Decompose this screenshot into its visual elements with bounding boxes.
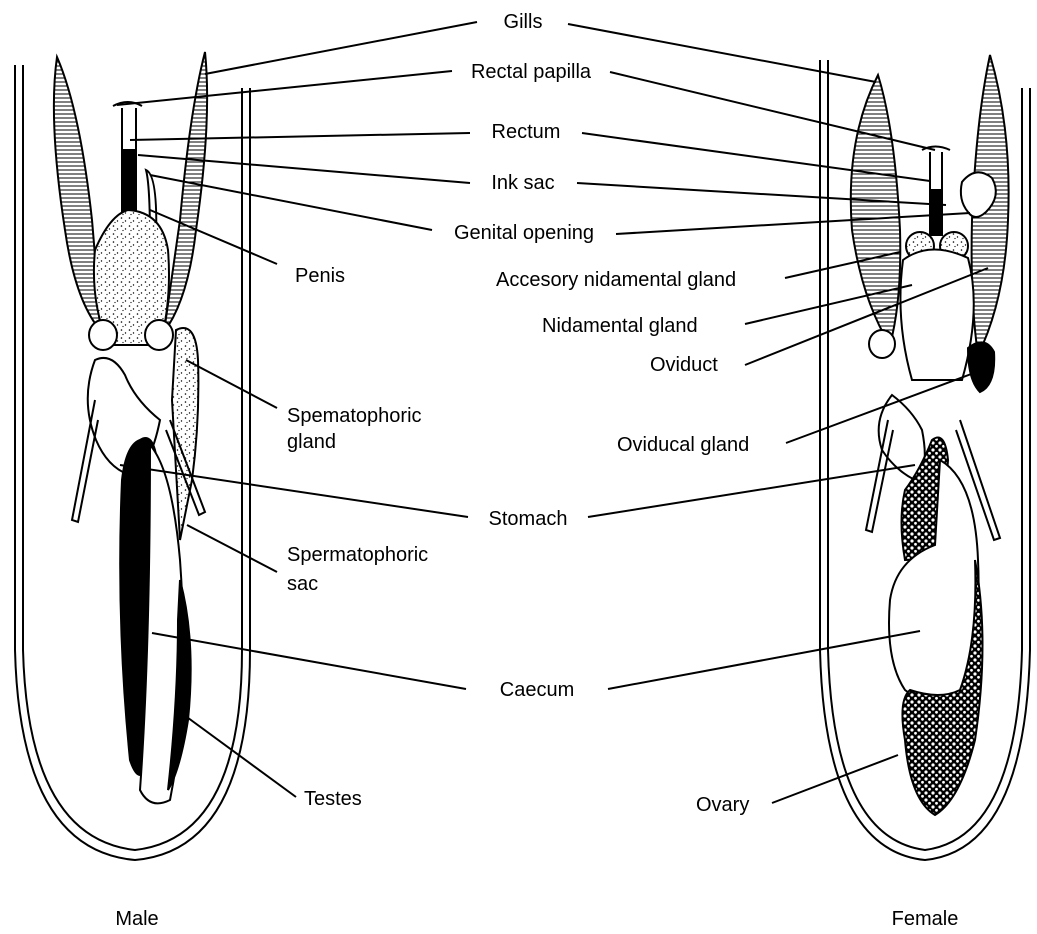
leader-spermatophoric-sac [187,525,277,572]
female-branchial-heart-left [869,330,895,358]
label-accesory-nidamental-gland: Accesory nidamental gland [496,268,736,292]
label-genital-opening: Genital opening [454,221,594,245]
label-rectal-papilla: Rectal papilla [471,60,591,84]
label-stomach: Stomach [489,507,568,531]
label-oviduct: Oviduct [650,353,718,377]
label-ink-sac: Ink sac [491,171,554,195]
label-spermatophoric-sac-line1: Spermatophoric [287,543,428,567]
caption-female: Female [892,907,959,931]
leader-genital-opening-female [616,213,970,234]
leader-caecum-female [608,631,920,689]
label-spermatophoric-gland-line1: Spematophoric [287,404,422,428]
label-spermatophoric-gland-line2: gland [287,430,336,454]
label-spermatophoric-sac-line2: sac [287,572,318,596]
leader-stomach-female [588,465,915,517]
male-specimen [15,52,250,860]
leader-spermatophoric-gland [186,360,277,408]
leader-rectal-papilla-male [117,71,452,105]
male-branchial-heart-right [145,320,173,350]
male-gill-left [54,57,100,330]
male-branchial-heart-left [89,320,117,350]
label-nidamental-gland: Nidamental gland [542,314,698,338]
leader-gills-male [205,22,477,74]
label-oviducal-gland: Oviducal gland [617,433,749,457]
label-gills: Gills [504,10,543,34]
label-rectum: Rectum [492,120,561,144]
male-gill-right [164,52,207,332]
label-penis: Penis [295,264,345,288]
female-gill-left [851,75,901,345]
leader-caecum-male [152,633,466,689]
female-oviducal-gland [968,342,994,392]
label-testes: Testes [304,787,362,811]
female-ink-sac [930,190,942,235]
leader-ovary [772,755,898,803]
label-caecum: Caecum [500,678,574,702]
female-specimen [820,55,1030,860]
label-ovary: Ovary [696,793,749,817]
leader-rectum-male [130,133,470,140]
leader-testes [180,712,296,797]
caption-male: Male [115,907,158,931]
female-nidamental-gland [900,249,973,380]
